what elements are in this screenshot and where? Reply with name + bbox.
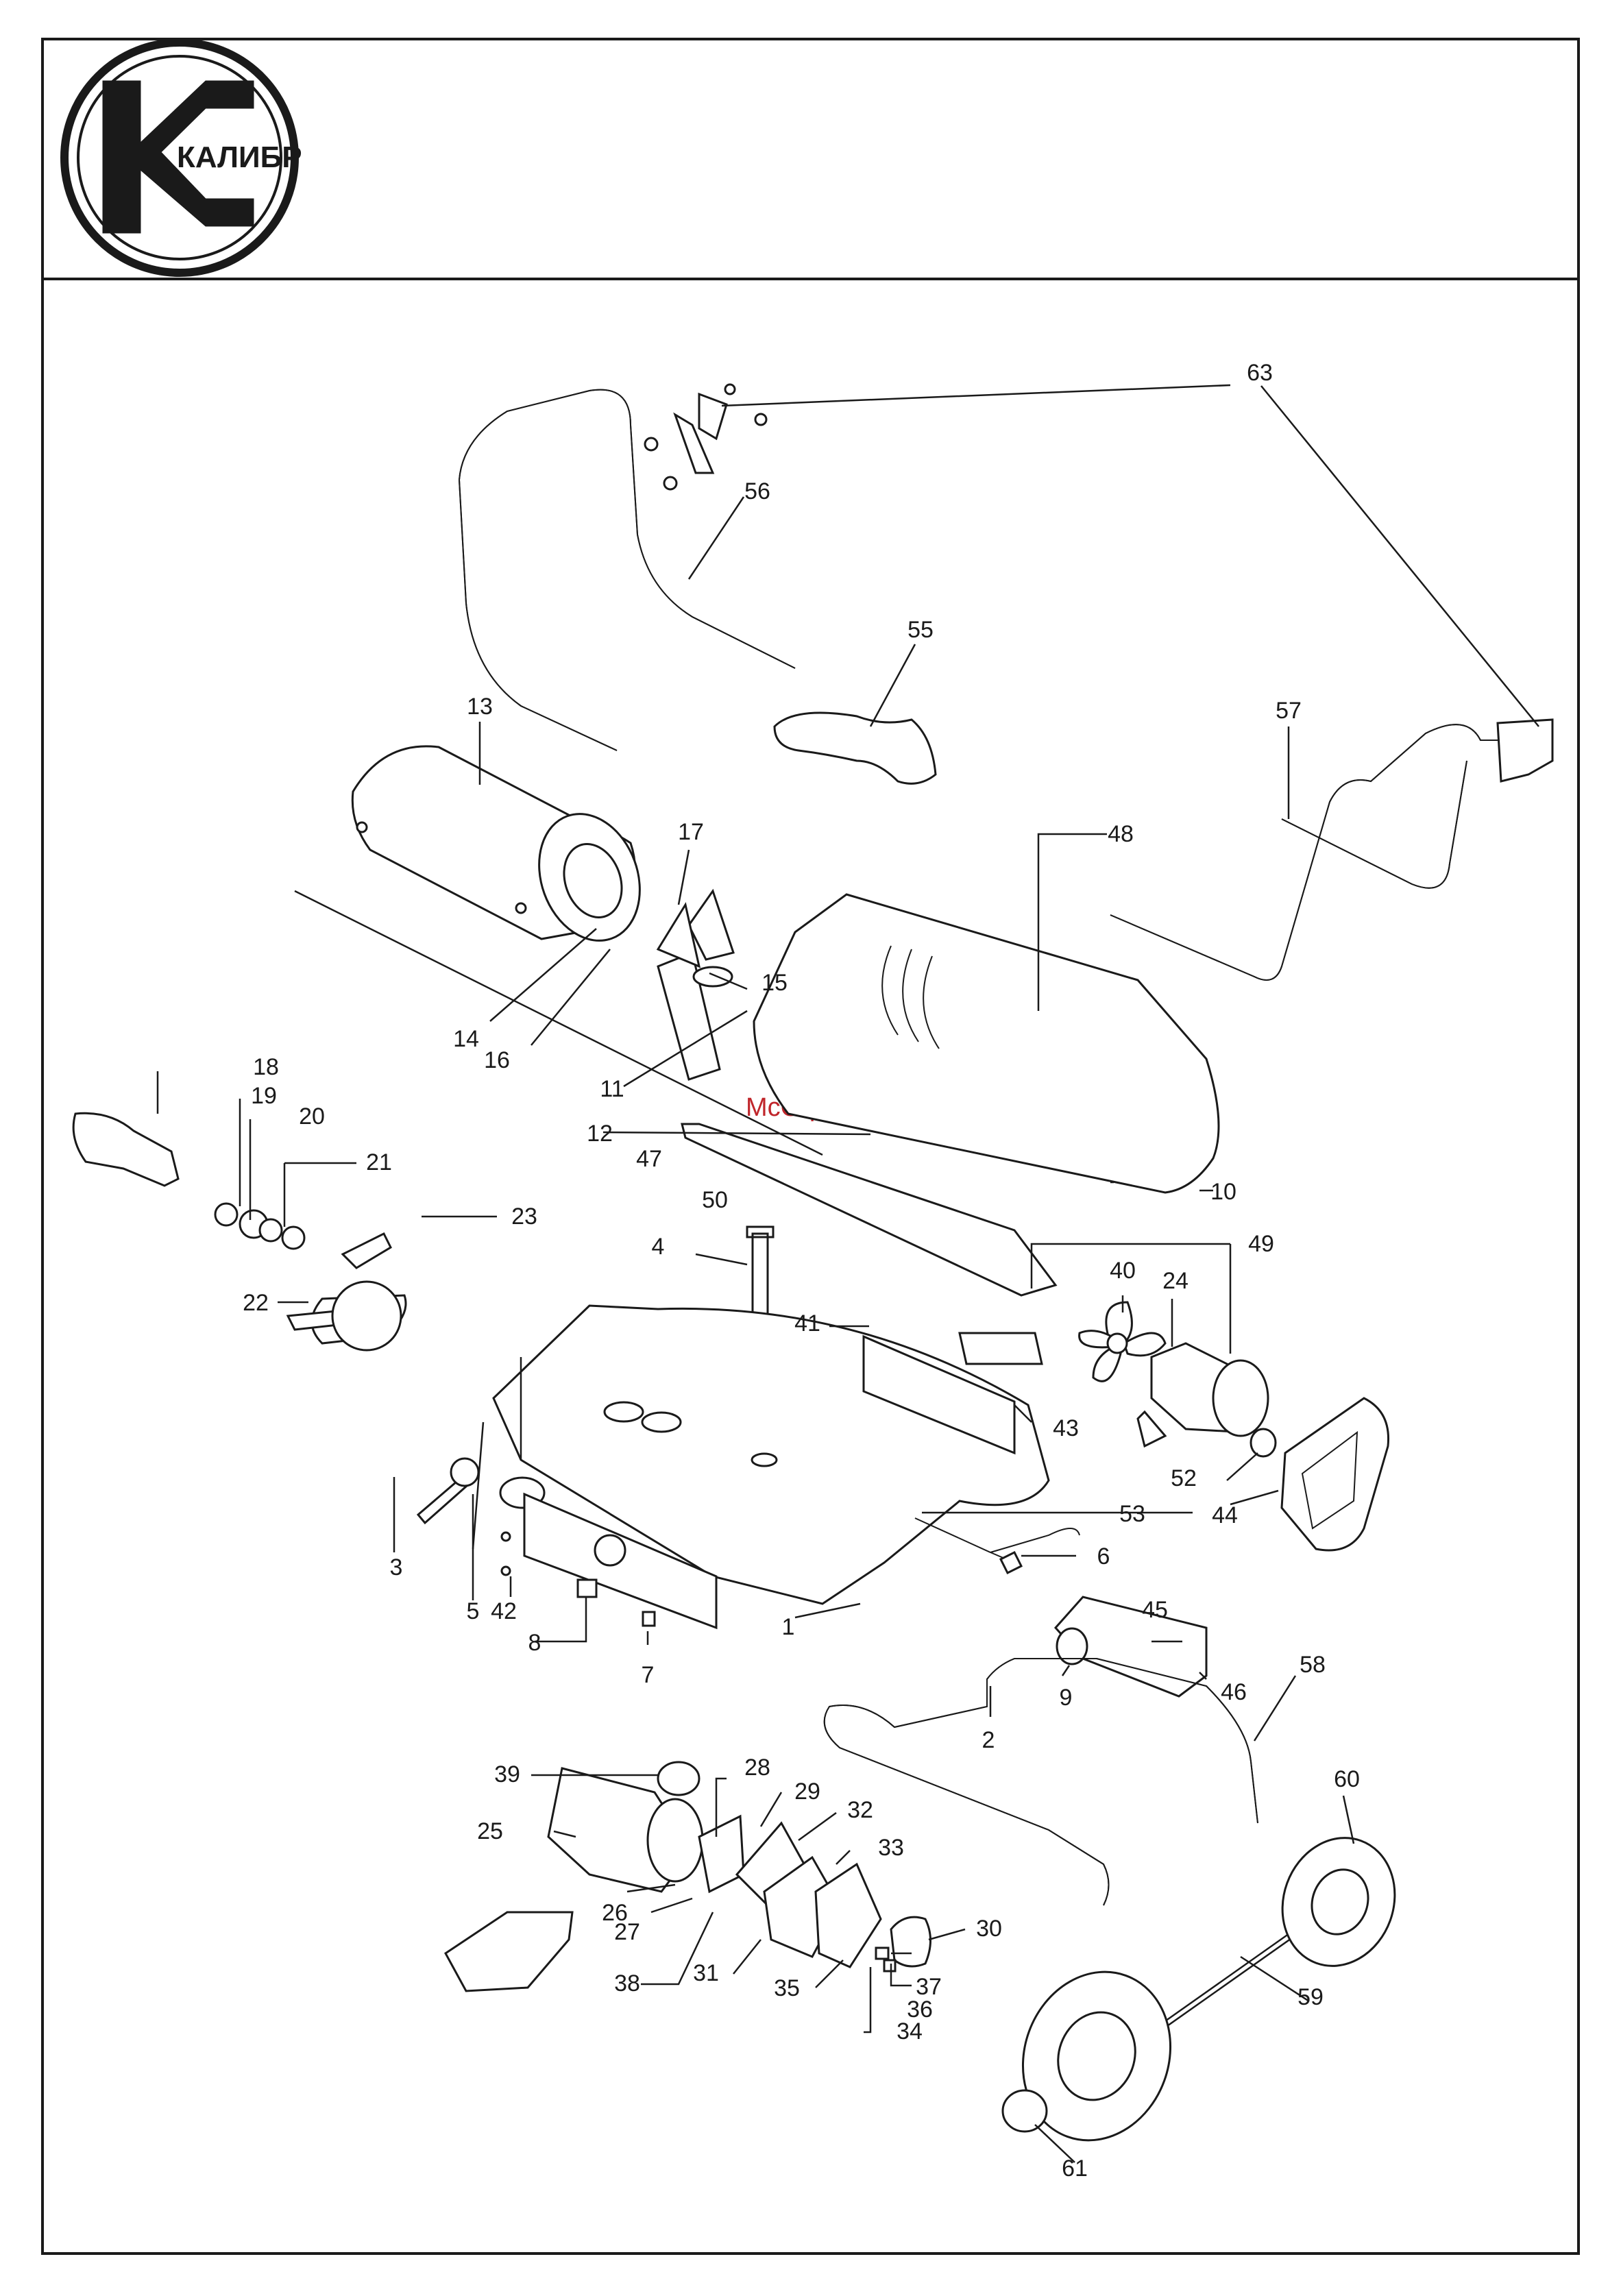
part-label-32: 32 — [847, 1797, 873, 1823]
part-label-23: 23 — [511, 1204, 537, 1230]
part-label-17: 17 — [678, 819, 704, 845]
part-label-12: 12 — [587, 1121, 613, 1147]
part-label-21: 21 — [366, 1149, 392, 1175]
part-label-35: 35 — [774, 1975, 800, 2001]
mount-bracket — [446, 1912, 572, 1991]
part-label-56: 56 — [744, 478, 770, 504]
part-label-15: 15 — [761, 970, 788, 996]
part-label-8: 8 — [528, 1630, 541, 1656]
wheel-60 — [1265, 1822, 1412, 1981]
part-label-53: 53 — [1119, 1501, 1145, 1527]
nozzle-18 — [73, 1113, 304, 1249]
part-label-40: 40 — [1110, 1258, 1136, 1284]
outer-shell-48 — [754, 894, 1219, 1193]
part-label-4: 4 — [652, 1234, 665, 1260]
part-label-2: 2 — [982, 1727, 995, 1753]
part-label-33: 33 — [878, 1835, 904, 1861]
spring-37 — [876, 1948, 888, 1959]
part-label-37: 37 — [916, 1974, 942, 2000]
part-label-13: 13 — [467, 694, 493, 720]
part-label-61: 61 — [1062, 2155, 1088, 2182]
control-box-41 — [960, 1333, 1042, 1364]
part-label-63: 63 — [1247, 360, 1273, 386]
part-label-24: 24 — [1162, 1268, 1189, 1294]
part-label-28: 28 — [744, 1755, 770, 1781]
bracket-63-right — [1498, 720, 1552, 781]
part-label-43: 43 — [1053, 1415, 1079, 1441]
part-label-58: 58 — [1300, 1652, 1326, 1678]
part-label-27: 27 — [614, 1919, 640, 1945]
part-label-45: 45 — [1142, 1597, 1168, 1623]
carry-handle-55 — [775, 713, 936, 783]
bracket-63-top — [675, 394, 727, 473]
part-label-60: 60 — [1334, 1766, 1360, 1792]
switch-8 — [578, 1580, 596, 1597]
part-label-3: 3 — [390, 1554, 403, 1580]
part-label-42: 42 — [491, 1598, 517, 1624]
part-label-5: 5 — [467, 1598, 480, 1624]
part-label-36: 36 — [907, 1996, 933, 2023]
part-label-19: 19 — [251, 1083, 277, 1109]
part-label-20: 20 — [299, 1103, 325, 1129]
part-label-44: 44 — [1212, 1502, 1238, 1528]
part-label-7: 7 — [642, 1662, 655, 1688]
logo-text: КАЛИБР — [177, 141, 302, 174]
pump-plate-28 — [699, 1816, 744, 1892]
fan-guard-44 — [1282, 1398, 1389, 1550]
part-label-39: 39 — [494, 1761, 520, 1787]
part-label-47: 47 — [636, 1146, 662, 1172]
part-label-38: 38 — [614, 1970, 640, 1996]
part-label-31: 31 — [693, 1960, 719, 1986]
part-label-52: 52 — [1171, 1465, 1197, 1491]
part-label-46: 46 — [1221, 1679, 1247, 1705]
part-label-41: 41 — [794, 1310, 820, 1336]
part-label-49: 49 — [1248, 1231, 1274, 1257]
part-label-50: 50 — [702, 1187, 728, 1213]
part-label-25: 25 — [477, 1818, 503, 1844]
part-label-18: 18 — [253, 1054, 279, 1080]
part-label-1: 1 — [782, 1614, 795, 1640]
part-label-22: 22 — [243, 1290, 269, 1316]
part-label-48: 48 — [1108, 821, 1134, 847]
part-label-6: 6 — [1097, 1543, 1110, 1570]
fan-holder-11-17 — [658, 891, 733, 1079]
spring-36 — [884, 1960, 895, 1971]
frame-2-58 — [825, 1659, 1258, 1905]
combustion-chamber-13 — [352, 746, 657, 955]
part-label-55: 55 — [907, 617, 934, 643]
part-label-10: 10 — [1210, 1179, 1236, 1205]
part-label-57: 57 — [1276, 698, 1302, 724]
kalibr-logo: КАЛИБР — [64, 42, 302, 273]
fan-assembly-22 — [288, 1234, 406, 1350]
pump-motor-25 — [548, 1762, 703, 1892]
bushing-52 — [1251, 1429, 1276, 1456]
filter-cap-30 — [891, 1917, 931, 1966]
part-label-11: 11 — [600, 1076, 624, 1102]
motor-24 — [1138, 1343, 1268, 1446]
switch-7 — [643, 1612, 655, 1626]
part-label-16: 16 — [484, 1047, 510, 1073]
part-label-30: 30 — [976, 1916, 1002, 1942]
part-label-59: 59 — [1297, 1984, 1324, 2010]
wheel-cap-61 — [1003, 2090, 1047, 2132]
part-label-9: 9 — [1060, 1685, 1073, 1711]
part-label-14: 14 — [453, 1026, 479, 1052]
part-label-29: 29 — [794, 1779, 820, 1805]
